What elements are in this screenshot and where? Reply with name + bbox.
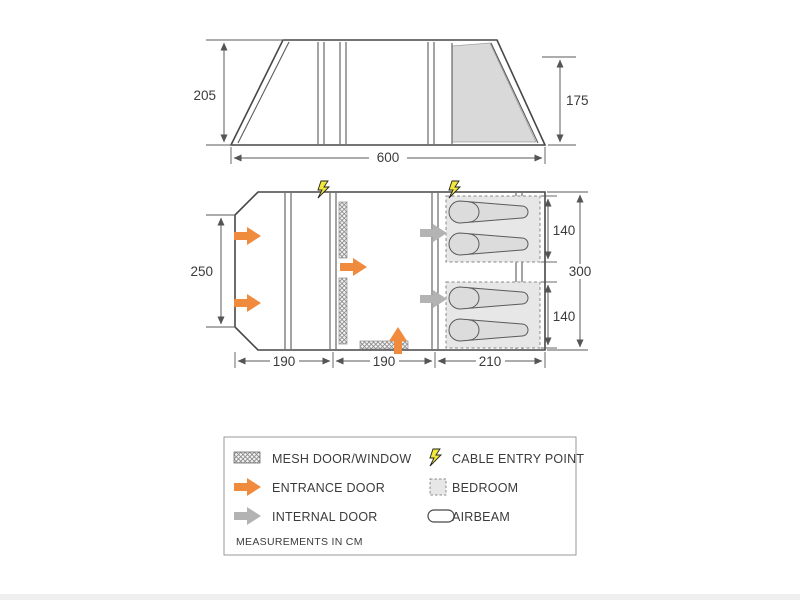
legend-entrance-label: ENTRANCE DOOR bbox=[272, 481, 385, 495]
mesh-window-bottom bbox=[359, 340, 409, 350]
floor-plan bbox=[234, 180, 546, 354]
dim-height-left-label: 205 bbox=[193, 88, 216, 103]
legend: MESH DOOR/WINDOW CABLE ENTRY POINT ENTRA… bbox=[223, 436, 584, 556]
legend-note: MEASUREMENTS IN CM bbox=[236, 536, 363, 548]
legend-mesh-label: MESH DOOR/WINDOW bbox=[272, 452, 411, 466]
airbeam-icon bbox=[427, 509, 455, 523]
side-elevation bbox=[229, 39, 547, 146]
dim-section-front-label: 190 bbox=[273, 354, 296, 369]
dim-height-right-label: 175 bbox=[566, 93, 589, 108]
legend-cable-label: CABLE ENTRY POINT bbox=[452, 452, 584, 466]
dimension-bedroom-lower: 140 bbox=[541, 281, 577, 349]
legend-internal-label: INTERNAL DOOR bbox=[272, 510, 378, 524]
dimension-height-left: 205 bbox=[193, 39, 284, 146]
dim-section-bedroom-label: 210 bbox=[479, 354, 502, 369]
dim-depth-right-label: 300 bbox=[569, 264, 592, 279]
legend-airbeam-label: AIRBEAM bbox=[452, 510, 510, 524]
dimension-height-right: 175 bbox=[542, 56, 589, 146]
mesh-door-lower bbox=[338, 277, 348, 345]
dimension-depth-left: 250 bbox=[190, 214, 236, 328]
dim-bedroom-upper-label: 140 bbox=[553, 223, 576, 238]
dim-section-middle-label: 190 bbox=[373, 354, 396, 369]
legend-box bbox=[223, 436, 577, 556]
dimension-bedroom-upper: 140 bbox=[541, 195, 577, 263]
dimension-length: 600 bbox=[230, 147, 546, 165]
dim-length-label: 600 bbox=[377, 150, 400, 165]
mesh-icon bbox=[233, 451, 261, 464]
side-airbeam-lines bbox=[237, 41, 539, 144]
dim-bedroom-lower-label: 140 bbox=[553, 309, 576, 324]
mesh-door-upper bbox=[338, 201, 348, 259]
legend-bedroom-label: BEDROOM bbox=[452, 481, 518, 495]
bedroom-window-shade bbox=[451, 42, 537, 143]
dimension-depth-right: 300 bbox=[547, 191, 595, 351]
bottom-shadow bbox=[0, 594, 800, 600]
dim-depth-left-label: 250 bbox=[190, 264, 213, 279]
bedroom-icon bbox=[429, 478, 447, 496]
dimension-sections-bottom: 190 190 210 bbox=[234, 352, 546, 369]
